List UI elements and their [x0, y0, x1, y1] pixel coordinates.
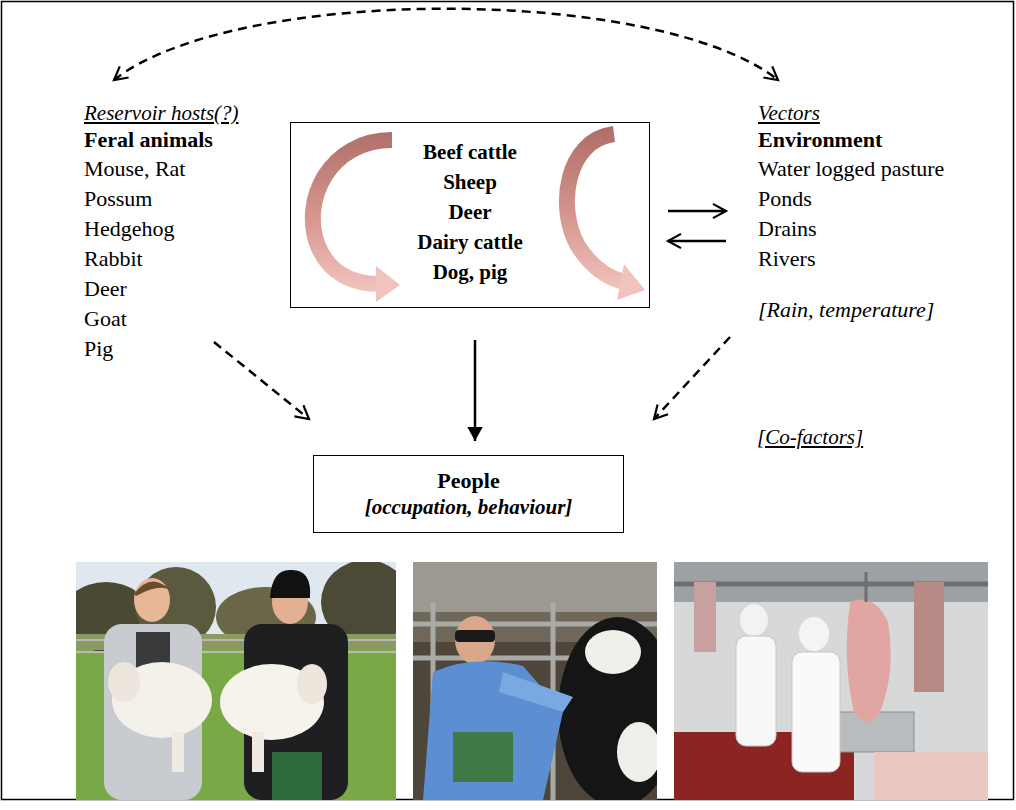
livestock-box: Beef cattleSheepDeerDairy cattleDog, pig	[290, 122, 650, 308]
node-text: Deer	[303, 197, 637, 227]
connector-line	[668, 210, 726, 213]
cofactor-label: [Co-factors]	[757, 424, 863, 450]
node-text: Dog, pig	[303, 257, 637, 287]
connector	[114, 9, 778, 80]
connector	[214, 342, 309, 419]
cycle-arrow	[313, 140, 400, 302]
arrow-head	[114, 66, 129, 80]
node-text: Rivers	[758, 244, 998, 274]
node-text: Hedgehog	[84, 214, 298, 244]
connector-line	[654, 337, 730, 419]
connector-line	[114, 9, 778, 80]
node-text: People	[326, 467, 611, 494]
node-text: Possum	[84, 184, 298, 214]
node-text: Deer	[84, 274, 298, 304]
connector-line	[214, 342, 309, 419]
arrow-head	[294, 405, 309, 419]
node-text: [Rain, temperature]	[758, 295, 998, 325]
node-text: Rabbit	[84, 244, 298, 274]
node-text: Drains	[758, 214, 998, 244]
arrow-head	[668, 234, 681, 248]
list-heading: Reservoir hosts(?)	[84, 100, 298, 126]
connector	[668, 234, 726, 248]
list-heading: Vectors	[758, 100, 998, 126]
node-text: Goat	[84, 304, 298, 334]
people-box: People[occupation, behaviour]	[313, 455, 624, 533]
arrow-head	[713, 204, 726, 218]
vet-photo	[413, 562, 678, 807]
node-text: Feral animals	[84, 126, 298, 154]
arrow-head	[654, 405, 668, 419]
node-text: Sheep	[303, 167, 637, 197]
connector-line	[474, 340, 477, 441]
connector	[668, 204, 726, 218]
node-text: Environment	[758, 126, 998, 154]
connector	[654, 337, 730, 419]
node-text: Pig	[84, 334, 298, 364]
node-text: Dairy cattle	[303, 227, 637, 257]
farm-photo	[61, 560, 411, 800]
node-text: [occupation, behaviour]	[326, 494, 611, 521]
reservoir-host-list: Reservoir hosts(?)Feral animalsMouse, Ra…	[84, 94, 298, 364]
cycle-arrow	[567, 134, 645, 300]
arrow-head	[763, 66, 778, 80]
connector	[467, 340, 482, 441]
node-text: Ponds	[758, 184, 998, 214]
node-text: Mouse, Rat	[84, 154, 298, 184]
arrow-head	[467, 427, 482, 441]
connector-line	[668, 240, 726, 243]
vector-list: VectorsEnvironmentWater logged pasturePo…	[758, 94, 998, 325]
node-text: Beef cattle	[303, 137, 637, 167]
node-text: Water logged pasture	[758, 154, 998, 184]
meat-plant-photo	[674, 562, 988, 800]
